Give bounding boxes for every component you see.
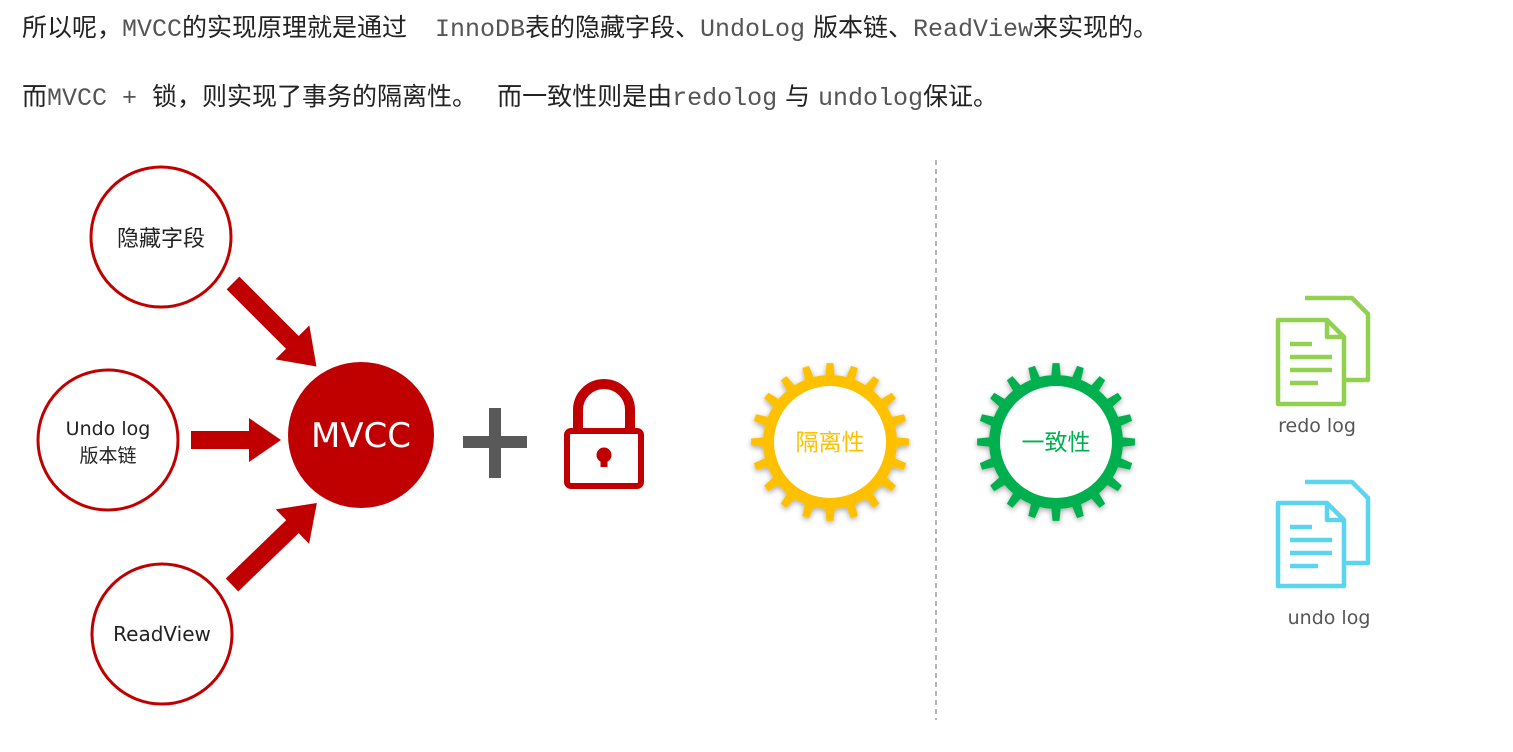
plus-icon xyxy=(463,408,527,478)
code-innodb: InnoDB xyxy=(434,15,525,44)
text-segment: 与 xyxy=(777,82,819,111)
undo-log-node: Undo log 版本链 xyxy=(36,368,180,512)
isolation-label: 隔离性 xyxy=(796,430,865,456)
document-icon xyxy=(1275,295,1371,407)
gear-icon xyxy=(977,363,1135,521)
hidden-fields-node: 隐藏字段 xyxy=(89,165,233,309)
arrow-icon xyxy=(191,418,281,462)
code-readview: ReadView xyxy=(913,15,1034,44)
text-segment: 而 xyxy=(22,82,48,111)
text-segment: 保证。 xyxy=(923,82,999,111)
arrow-icon xyxy=(225,503,317,592)
text-segment: 版本链、 xyxy=(805,13,913,42)
undo-log-label-line1: Undo log xyxy=(66,418,151,440)
text-segment: 来实现的。 xyxy=(1033,13,1159,42)
redo-log-label: redo log xyxy=(1278,415,1356,437)
text-segment: 锁，则实现了事务的隔离性。 xyxy=(152,82,478,111)
code-mvcc: MVCC xyxy=(122,15,183,44)
readview-node: ReadView xyxy=(90,562,234,706)
explanation-paragraph-2: 而MVCC + 锁，则实现了事务的隔离性。而一致性则是由redolog 与 un… xyxy=(22,77,998,119)
code-redolog: redolog xyxy=(672,84,778,113)
code-undolog: UndoLog xyxy=(700,15,806,44)
hidden-fields-label: 隐藏字段 xyxy=(117,227,205,252)
lock-icon xyxy=(564,379,644,489)
mvcc-label: MVCC xyxy=(311,416,411,456)
text-segment: 表的隐藏字段、 xyxy=(525,13,701,42)
explanation-paragraph-1: 所以呢，MVCC的实现原理就是通过 InnoDB表的隐藏字段、UndoLog 版… xyxy=(22,8,1158,50)
text-segment: 所以呢， xyxy=(22,13,123,42)
readview-label: ReadView xyxy=(113,622,211,646)
text-segment: 而一致性则是由 xyxy=(497,82,673,111)
gear-icon xyxy=(751,363,909,521)
undo-log-doc-label: undo log xyxy=(1288,607,1371,629)
consistency-label: 一致性 xyxy=(1022,430,1091,456)
document-icon xyxy=(1275,479,1371,589)
mvcc-node: MVCC xyxy=(288,362,434,508)
code-undolog: undolog xyxy=(818,84,924,113)
text-segment: 的实现原理就是通过 xyxy=(182,13,415,42)
undo-log-label-line2: 版本链 xyxy=(79,445,136,467)
arrow-icon xyxy=(226,276,317,367)
code-mvcc-plus: MVCC + xyxy=(47,84,153,113)
